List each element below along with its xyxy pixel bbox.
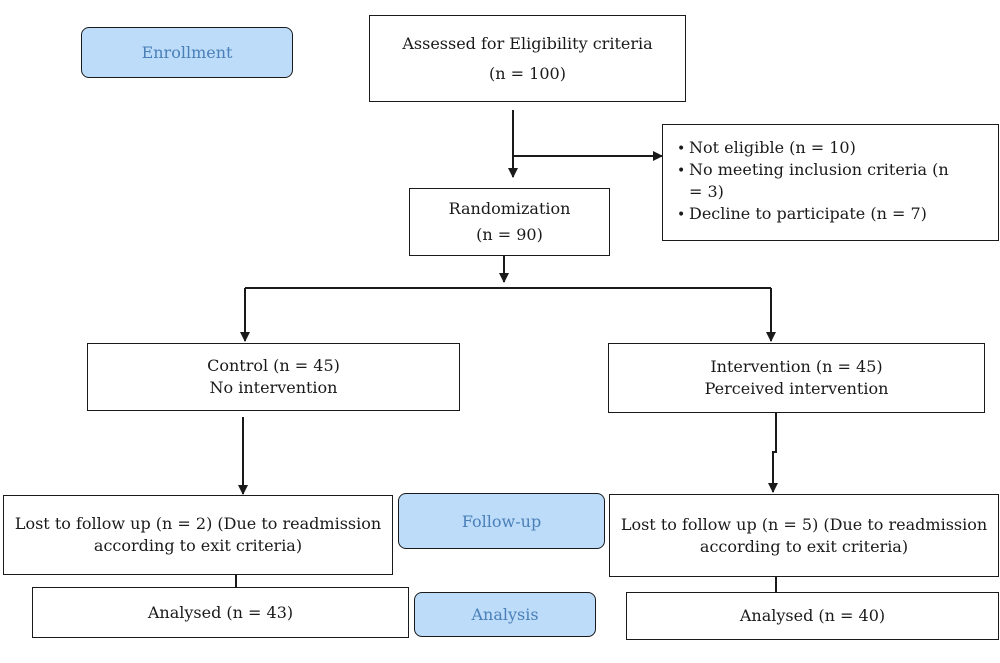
intervention-lost-box: Lost to follow up (n = 5) (Due to readmi… (609, 494, 999, 577)
control-lost-box: Lost to follow up (n = 2) (Due to readmi… (3, 495, 393, 575)
control-analysed-text: Analysed (n = 43) (147, 602, 294, 622)
intervention-lost-text: Lost to follow up (n = 5) (Due to readmi… (620, 514, 988, 556)
arrow-intervention-to-lost (768, 413, 778, 493)
intervention-analysed-box: Analysed (n = 40) (626, 592, 999, 640)
control-analysed-box: Analysed (n = 43) (32, 587, 409, 638)
intervention-box: Intervention (n = 45) Perceived interven… (608, 343, 985, 413)
stage-enrollment-label: Enrollment (141, 43, 233, 62)
intervention-title: Intervention (n = 45) (710, 357, 883, 376)
exclusion-item-no-meeting: No meeting inclusion criteria (n = 3) (677, 159, 988, 203)
assessed-box: Assessed for Eligibility criteria (n = 1… (369, 15, 686, 102)
stage-analysis-label: Analysis (471, 605, 539, 624)
exclusions-box: Not eligible (n = 10) No meeting inclusi… (662, 124, 999, 241)
randomization-count: (n = 90) (476, 225, 543, 244)
control-lost-text: Lost to follow up (n = 2) (Due to readmi… (14, 514, 382, 555)
control-box: Control (n = 45) No intervention (87, 343, 460, 411)
intervention-analysed-text: Analysed (n = 40) (739, 606, 886, 625)
control-subtitle: No intervention (209, 378, 338, 397)
randomization-box: Randomization (n = 90) (409, 188, 610, 256)
exclusion-item-not-eligible: Not eligible (n = 10) (677, 137, 988, 160)
assessed-count: (n = 100) (489, 63, 566, 83)
assessed-title: Assessed for Eligibility criteria (402, 33, 653, 53)
stage-follow-up: Follow-up (398, 493, 605, 549)
randomization-title: Randomization (448, 199, 571, 218)
stage-follow-up-label: Follow-up (461, 511, 542, 531)
intervention-subtitle: Perceived intervention (704, 379, 889, 398)
stage-analysis: Analysis (414, 592, 596, 637)
exclusion-item-declined: Decline to participate (n = 7) (677, 203, 988, 226)
control-title: Control (n = 45) (207, 356, 340, 375)
stage-enrollment: Enrollment (81, 27, 293, 78)
